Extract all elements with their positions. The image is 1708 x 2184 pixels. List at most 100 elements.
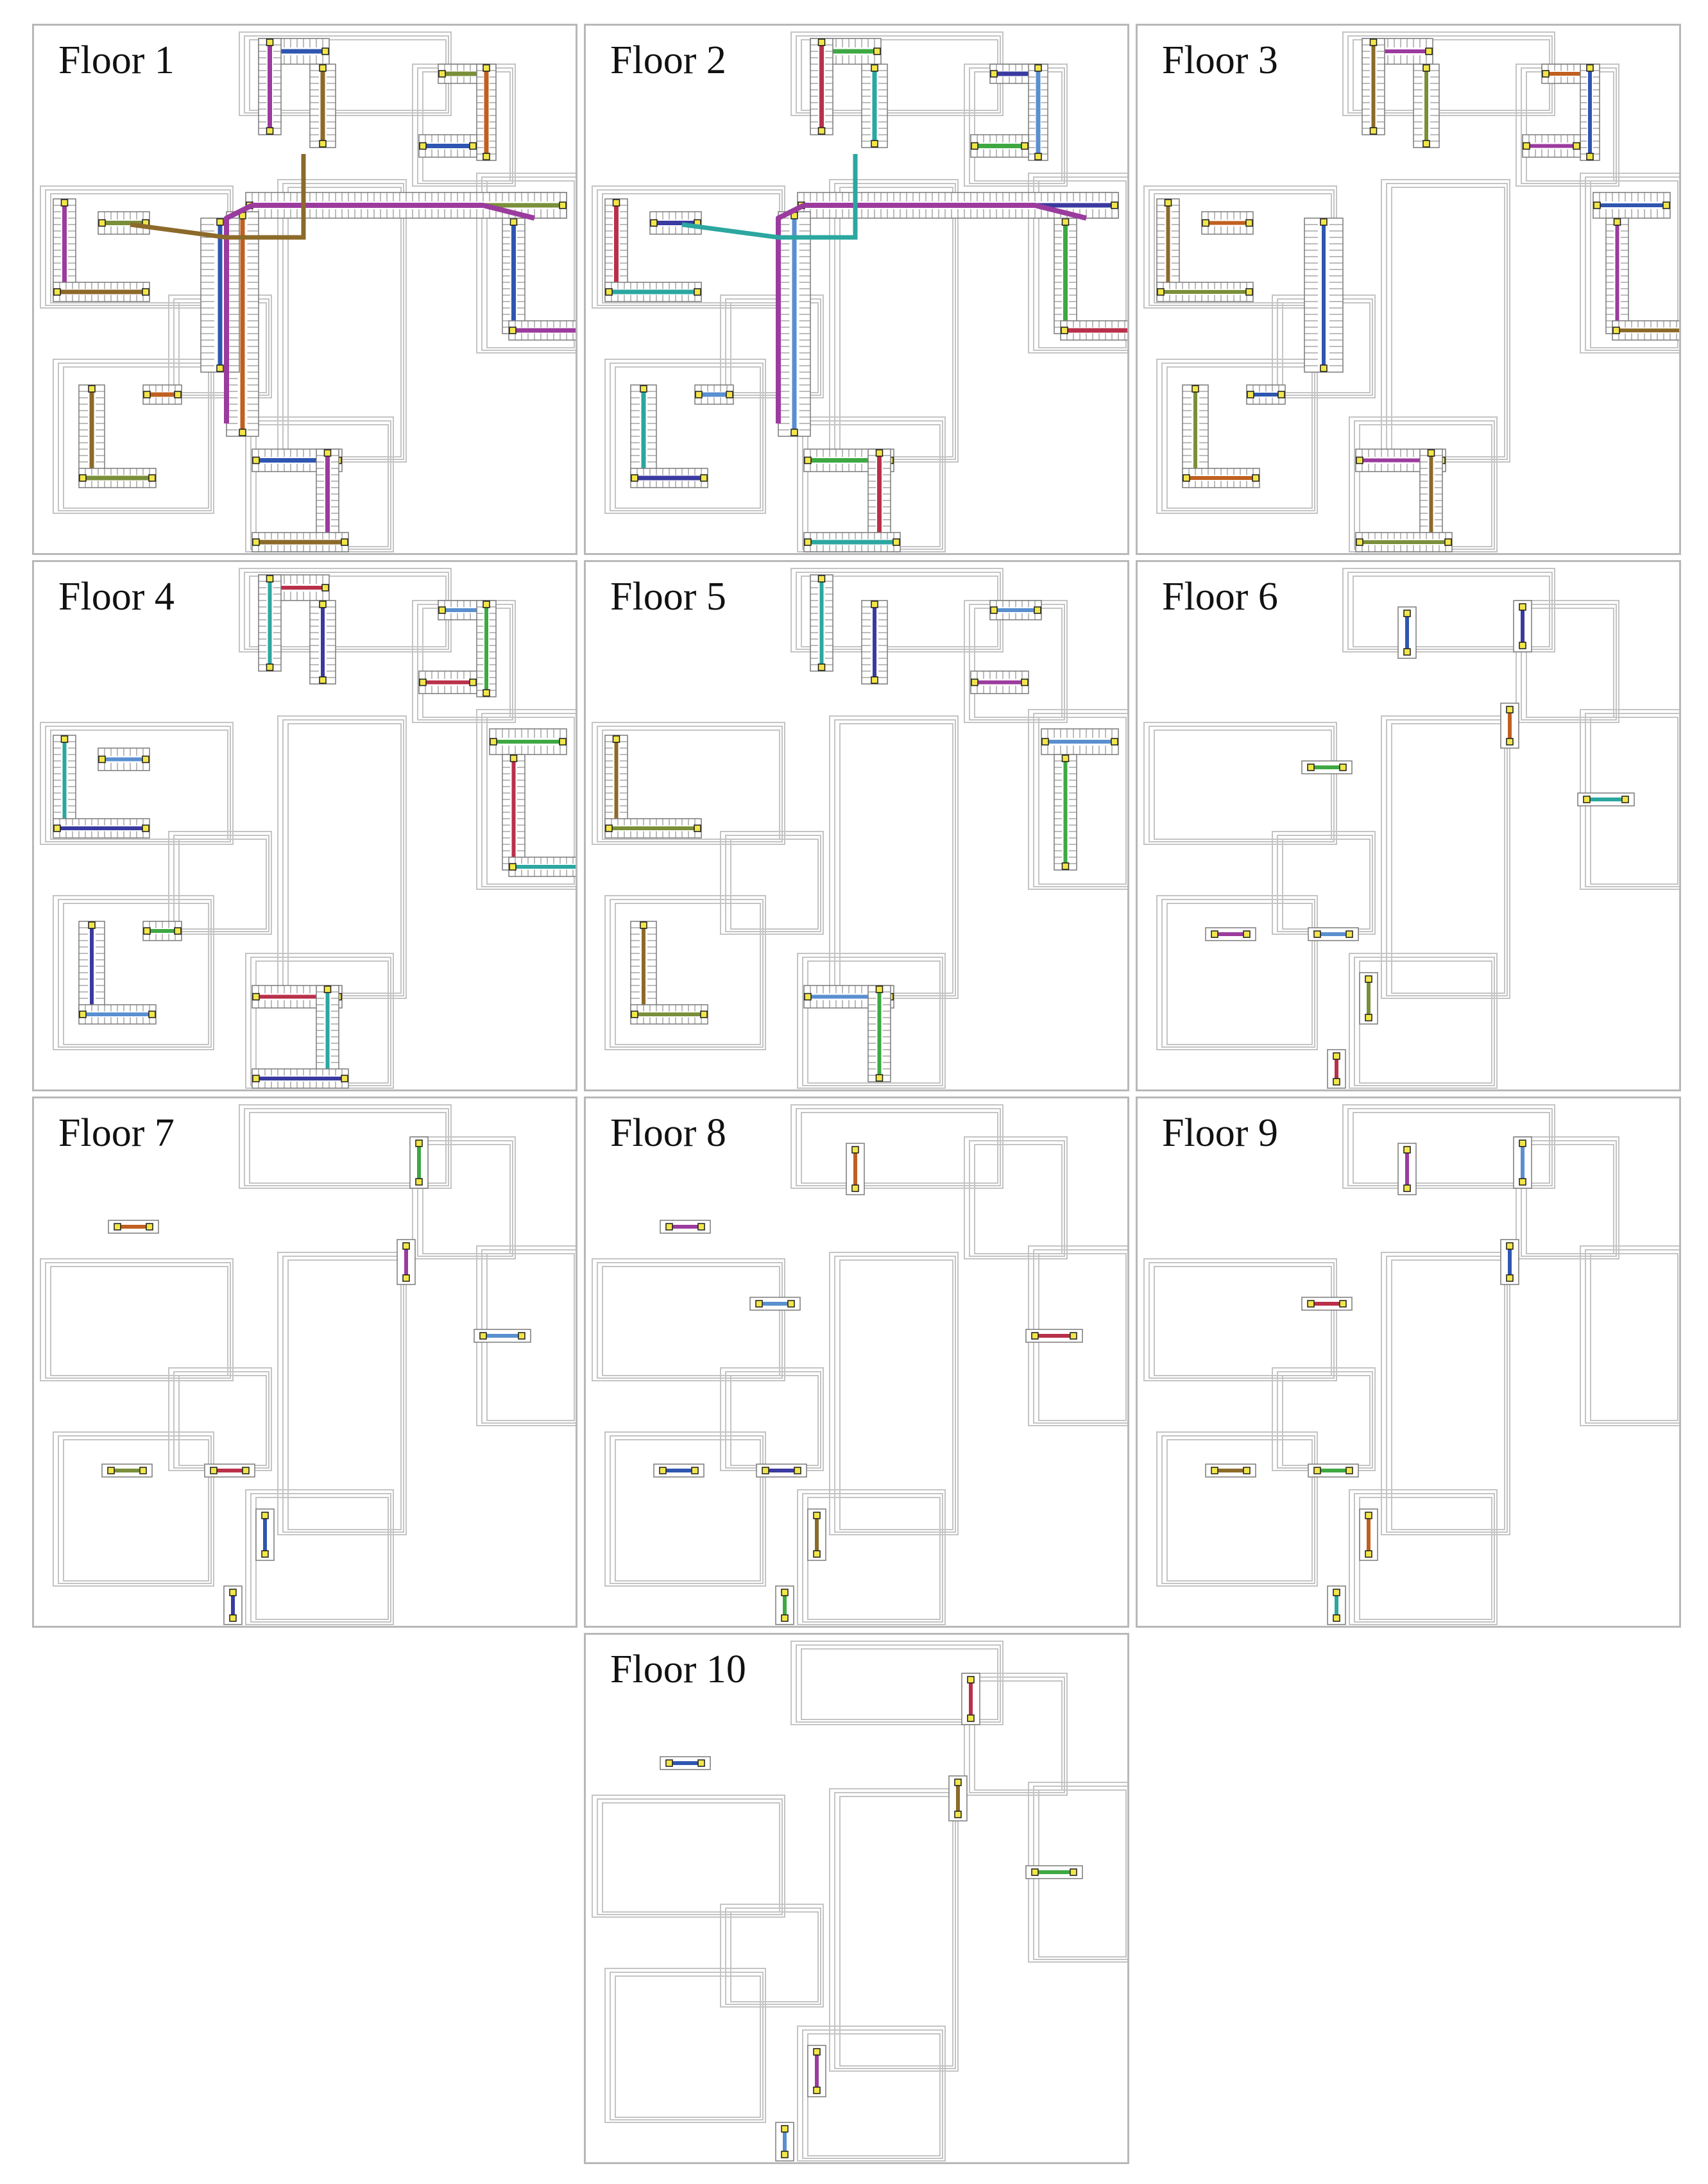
outline-path (839, 1796, 953, 2067)
node-marker (954, 1811, 962, 1818)
node-marker (1519, 603, 1526, 611)
node-marker (1586, 153, 1594, 160)
building-wing (604, 818, 702, 839)
outline-path (1156, 895, 1318, 1050)
node-marker (419, 678, 427, 687)
stair-core (846, 1143, 865, 1195)
floor-map (40, 31, 576, 552)
building-wing (53, 818, 150, 839)
node-marker (1034, 153, 1042, 160)
node-marker (787, 1300, 795, 1308)
outline-path (1166, 366, 1313, 509)
building-wing (1522, 134, 1581, 158)
node-marker (875, 1074, 884, 1082)
building-wing (53, 735, 76, 832)
node-marker (79, 1011, 87, 1018)
node-marker (1070, 1332, 1077, 1340)
node-marker (1277, 391, 1285, 398)
node-marker (469, 142, 477, 150)
outline-path (796, 1644, 1001, 1723)
node-marker (323, 449, 332, 457)
node-marker (1034, 64, 1042, 72)
panel-floor-2: Floor 2 (584, 24, 1129, 555)
stair-core (1500, 1239, 1519, 1285)
outline-path (168, 1367, 272, 1471)
node-marker (438, 606, 446, 614)
node-marker (1583, 796, 1591, 803)
building-wing (1182, 384, 1209, 482)
outline-path (40, 1258, 234, 1381)
floor-map (1143, 568, 1679, 1089)
outline-path (790, 1641, 1003, 1725)
building-wing (803, 532, 901, 552)
node-marker (817, 575, 826, 583)
outline-path (720, 1367, 824, 1471)
outline-path (807, 1497, 941, 1620)
node-marker (697, 1759, 705, 1767)
node-marker (892, 538, 900, 546)
outline-path (610, 363, 764, 511)
floor-map (1143, 31, 1679, 552)
node-marker (1111, 738, 1118, 746)
outline-path (1381, 715, 1510, 999)
stair-core (961, 1673, 980, 1725)
node-marker (781, 2151, 789, 2158)
outline-path (834, 1792, 956, 2069)
node-marker (142, 288, 149, 296)
outline-path (422, 608, 511, 718)
node-marker (755, 1300, 763, 1308)
stair-core (397, 1239, 416, 1285)
outline-path (1349, 1489, 1498, 1625)
outline-path (1585, 176, 1679, 351)
node-marker (148, 1011, 156, 1018)
node-marker (1356, 538, 1363, 546)
floor-map (592, 568, 1127, 1089)
panel-label: Floor 3 (1158, 38, 1282, 83)
node-marker (419, 142, 427, 150)
outline-path (730, 839, 819, 930)
outline-path (168, 831, 272, 935)
node-marker (402, 1242, 410, 1250)
outline-path (1381, 179, 1510, 463)
outline-path (53, 895, 214, 1050)
outline-path (417, 67, 513, 184)
node-marker (341, 1075, 348, 1082)
building-wing (1054, 754, 1077, 871)
outline-path (725, 1371, 821, 1469)
node-marker (1519, 642, 1526, 649)
outline-path (730, 1911, 819, 2002)
building-wing (476, 600, 497, 697)
stair-core (653, 1463, 705, 1478)
outline-path (974, 71, 1063, 182)
node-marker (1345, 930, 1353, 938)
node-marker (229, 1614, 237, 1622)
outline-path (604, 359, 766, 514)
building-wing (142, 384, 182, 405)
outline-path (602, 729, 780, 840)
building-wing (604, 282, 702, 302)
stair-core (1327, 1585, 1346, 1625)
node-marker (252, 456, 260, 465)
node-marker (252, 1075, 260, 1082)
node-marker (1365, 1512, 1372, 1519)
node-marker (697, 1223, 705, 1231)
node-marker (1245, 288, 1253, 296)
node-marker (971, 142, 978, 150)
node-marker (659, 1467, 667, 1474)
node-marker (813, 1512, 821, 1519)
outline-path (53, 359, 214, 514)
outline-path (1028, 709, 1127, 890)
building-wing (1246, 384, 1286, 405)
outline-path (277, 715, 407, 999)
node-marker (695, 391, 703, 398)
building-wing (508, 320, 576, 341)
outline-path (245, 1489, 394, 1625)
node-marker (873, 47, 881, 55)
outline-path (50, 1266, 228, 1376)
outline-path (839, 723, 953, 994)
building-wing (142, 921, 182, 941)
floor-map (40, 1104, 576, 1625)
node-marker (142, 755, 149, 764)
outline-path (604, 1968, 766, 2123)
node-marker (781, 2125, 789, 2133)
